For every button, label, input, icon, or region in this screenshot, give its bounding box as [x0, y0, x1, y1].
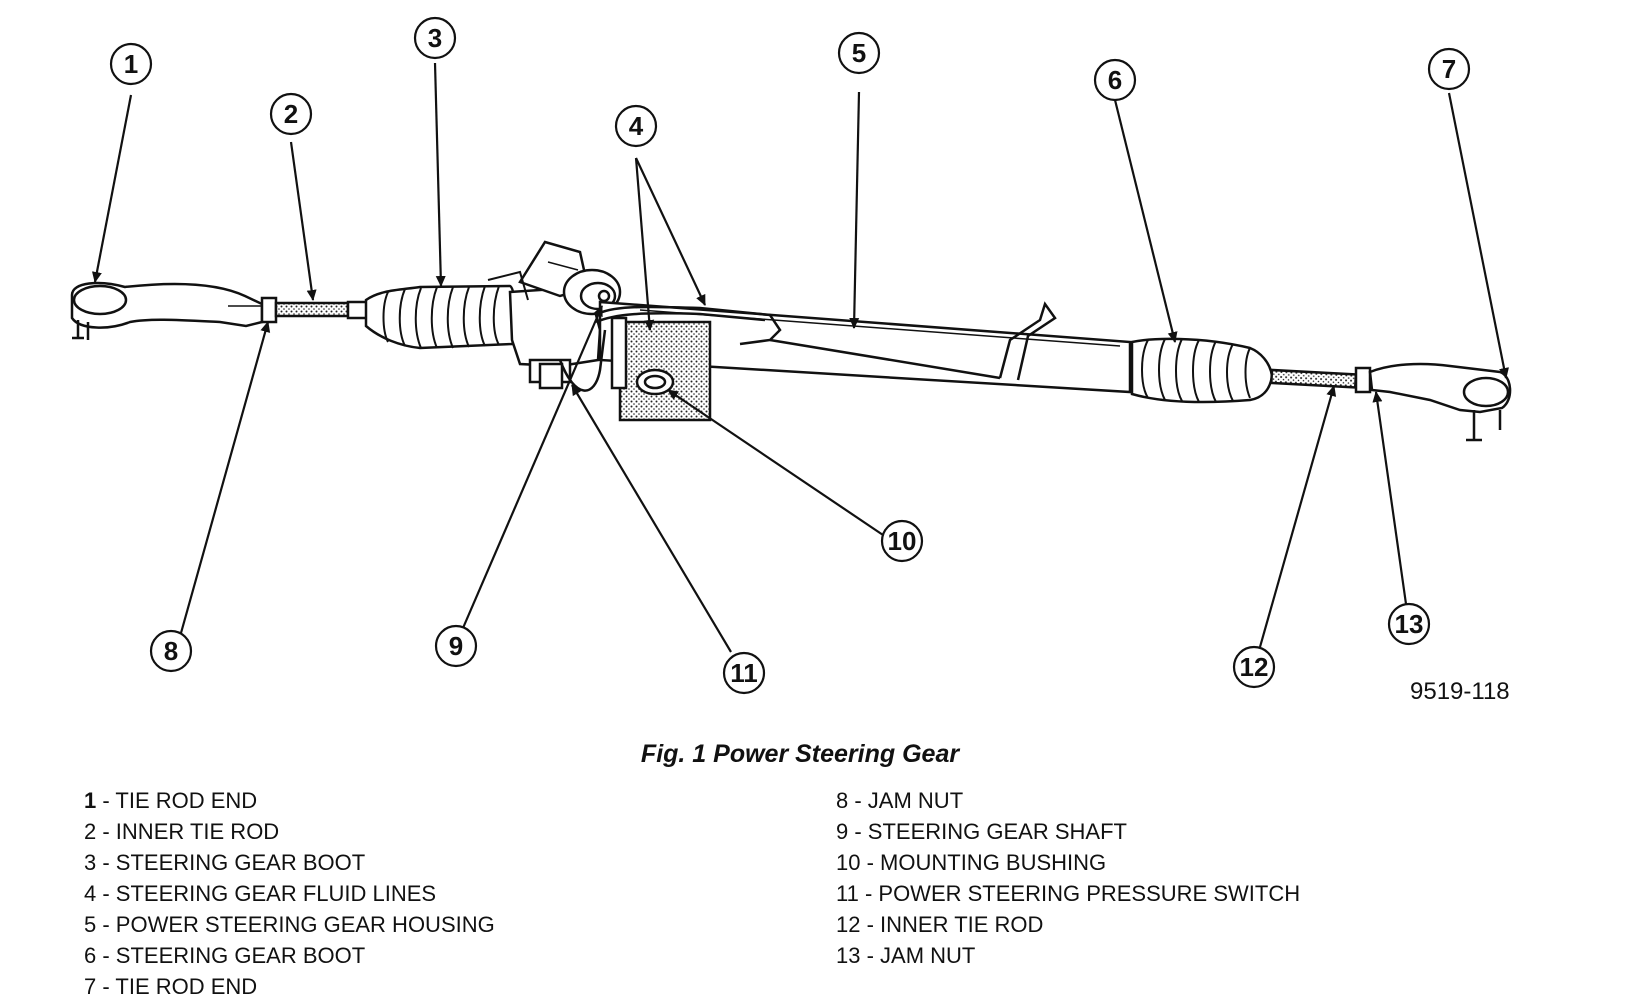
figure-caption: Fig. 1 Power Steering Gear — [640, 740, 960, 768]
legend-item-text: - JAM NUT — [848, 788, 964, 813]
legend-left-column: 1 - TIE ROD END 2 - INNER TIE ROD 3 - ST… — [84, 785, 495, 1002]
callout-9-label: 9 — [449, 631, 463, 661]
legend-item: 1 - TIE ROD END — [84, 785, 495, 816]
callout-6-label: 6 — [1108, 65, 1122, 95]
legend-item-number: 9 — [836, 819, 849, 844]
callout-7: 7 — [1427, 47, 1471, 91]
mounting-bracket — [610, 316, 712, 422]
leader-1 — [91, 94, 133, 283]
left-jam-nut — [260, 296, 278, 324]
legend-item: 5 - POWER STEERING GEAR HOUSING — [84, 909, 495, 940]
callout-10: 10 — [880, 519, 924, 563]
legend-item-number: 6 — [84, 943, 97, 968]
legend-item-number: 11 — [836, 881, 859, 906]
leader-4b — [635, 157, 706, 306]
legend-item-text: - POWER STEERING PRESSURE SWITCH — [858, 881, 1301, 906]
pressure-switch — [538, 362, 564, 390]
legend-item-text: - TIE ROD END — [96, 974, 258, 999]
legend-item-text: - POWER STEERING GEAR HOUSING — [96, 912, 495, 937]
legend-item: 11 - POWER STEERING PRESSURE SWITCH — [836, 878, 1300, 909]
callout-1-label: 1 — [124, 49, 138, 79]
fluid-lines — [558, 301, 1057, 392]
legend-item: 4 - STEERING GEAR FLUID LINES — [84, 878, 495, 909]
leader-lines — [91, 62, 1509, 653]
callout-9: 9 — [434, 624, 478, 668]
leader-11 — [571, 384, 732, 653]
legend-item-text: - STEERING GEAR SHAFT — [848, 819, 1127, 844]
callout-5: 5 — [837, 31, 881, 75]
callout-11: 11 — [722, 651, 766, 695]
right-inner-tie-rod — [1270, 368, 1358, 389]
steering-gear-assembly — [70, 240, 1512, 442]
legend-right-column: 8 - JAM NUT 9 - STEERING GEAR SHAFT 10 -… — [836, 785, 1300, 971]
callout-3-label: 3 — [428, 23, 442, 53]
callout-10-label: 10 — [888, 526, 917, 556]
callout-13: 13 — [1387, 602, 1431, 646]
right-tie-rod-end — [1368, 362, 1512, 442]
callout-12-label: 12 — [1240, 652, 1269, 682]
power-steering-gear-diagram: 1 2 3 4 5 6 7 8 — [70, 16, 1512, 695]
legend-item-number: 10 — [836, 850, 861, 875]
leader-8 — [179, 321, 271, 634]
legend-item-text: - INNER TIE ROD — [96, 819, 280, 844]
gear-housing-tube — [598, 300, 1132, 394]
legend-item-text: - INNER TIE ROD — [860, 912, 1044, 937]
legend-item-text: - STEERING GEAR FLUID LINES — [96, 881, 437, 906]
callout-8: 8 — [149, 629, 193, 673]
legend-item: 12 - INNER TIE ROD — [836, 909, 1300, 940]
legend-item-number: 1 — [84, 788, 97, 813]
legend-item-text: - MOUNTING BUSHING — [860, 850, 1107, 875]
leader-4a — [634, 157, 655, 331]
legend-item-number: 2 — [84, 819, 97, 844]
legend-item-text: - STEERING GEAR BOOT — [96, 943, 366, 968]
callout-2: 2 — [269, 92, 313, 136]
right-jam-nut — [1354, 366, 1372, 394]
left-steering-gear-boot — [364, 284, 517, 350]
leader-9 — [461, 305, 604, 629]
callout-6: 6 — [1093, 58, 1137, 102]
legend-item-number: 8 — [836, 788, 849, 813]
legend-item-number: 4 — [84, 881, 97, 906]
leader-10 — [667, 389, 884, 536]
callout-3: 3 — [413, 16, 457, 60]
callout-11-label: 11 — [730, 658, 758, 688]
leader-12 — [1258, 385, 1337, 648]
legend-item-text: - JAM NUT — [860, 943, 976, 968]
left-inner-tie-rod — [274, 301, 350, 318]
callout-1: 1 — [109, 42, 153, 86]
legend-item-number: 13 — [836, 943, 861, 968]
right-steering-gear-boot — [1130, 337, 1274, 404]
leader-3 — [433, 62, 446, 287]
legend-item-number: 7 — [84, 974, 97, 999]
leader-2 — [289, 141, 317, 301]
leader-13 — [1372, 391, 1408, 605]
legend-item: 2 - INNER TIE ROD — [84, 816, 495, 847]
legend-item: 13 - JAM NUT — [836, 940, 1300, 971]
callout-5-label: 5 — [852, 38, 866, 68]
legend-item-text: - TIE ROD END — [96, 788, 258, 813]
legend-item-number: 5 — [84, 912, 97, 937]
legend-item: 7 - TIE ROD END — [84, 971, 495, 1002]
legend-item: 3 - STEERING GEAR BOOT — [84, 847, 495, 878]
legend-item: 6 - STEERING GEAR BOOT — [84, 940, 495, 971]
legend-item-number: 3 — [84, 850, 97, 875]
legend-item: 10 - MOUNTING BUSHING — [836, 847, 1300, 878]
left-tie-rod-end — [70, 281, 264, 340]
legend-item: 8 - JAM NUT — [836, 785, 1300, 816]
callout-4: 4 — [614, 104, 658, 148]
legend-item: 9 - STEERING GEAR SHAFT — [836, 816, 1300, 847]
leader-7 — [1447, 92, 1509, 379]
callout-13-label: 13 — [1395, 609, 1424, 639]
leader-5 — [849, 91, 861, 329]
callout-4-label: 4 — [629, 111, 644, 141]
figure-code: 9519-118 — [1410, 678, 1510, 705]
callout-8-label: 8 — [164, 636, 178, 666]
leader-6 — [1113, 99, 1178, 343]
callout-7-label: 7 — [1442, 54, 1456, 84]
legend-item-text: - STEERING GEAR BOOT — [96, 850, 366, 875]
callout-2-label: 2 — [284, 99, 298, 129]
legend-item-number: 12 — [836, 912, 861, 937]
callout-12: 12 — [1232, 645, 1276, 689]
